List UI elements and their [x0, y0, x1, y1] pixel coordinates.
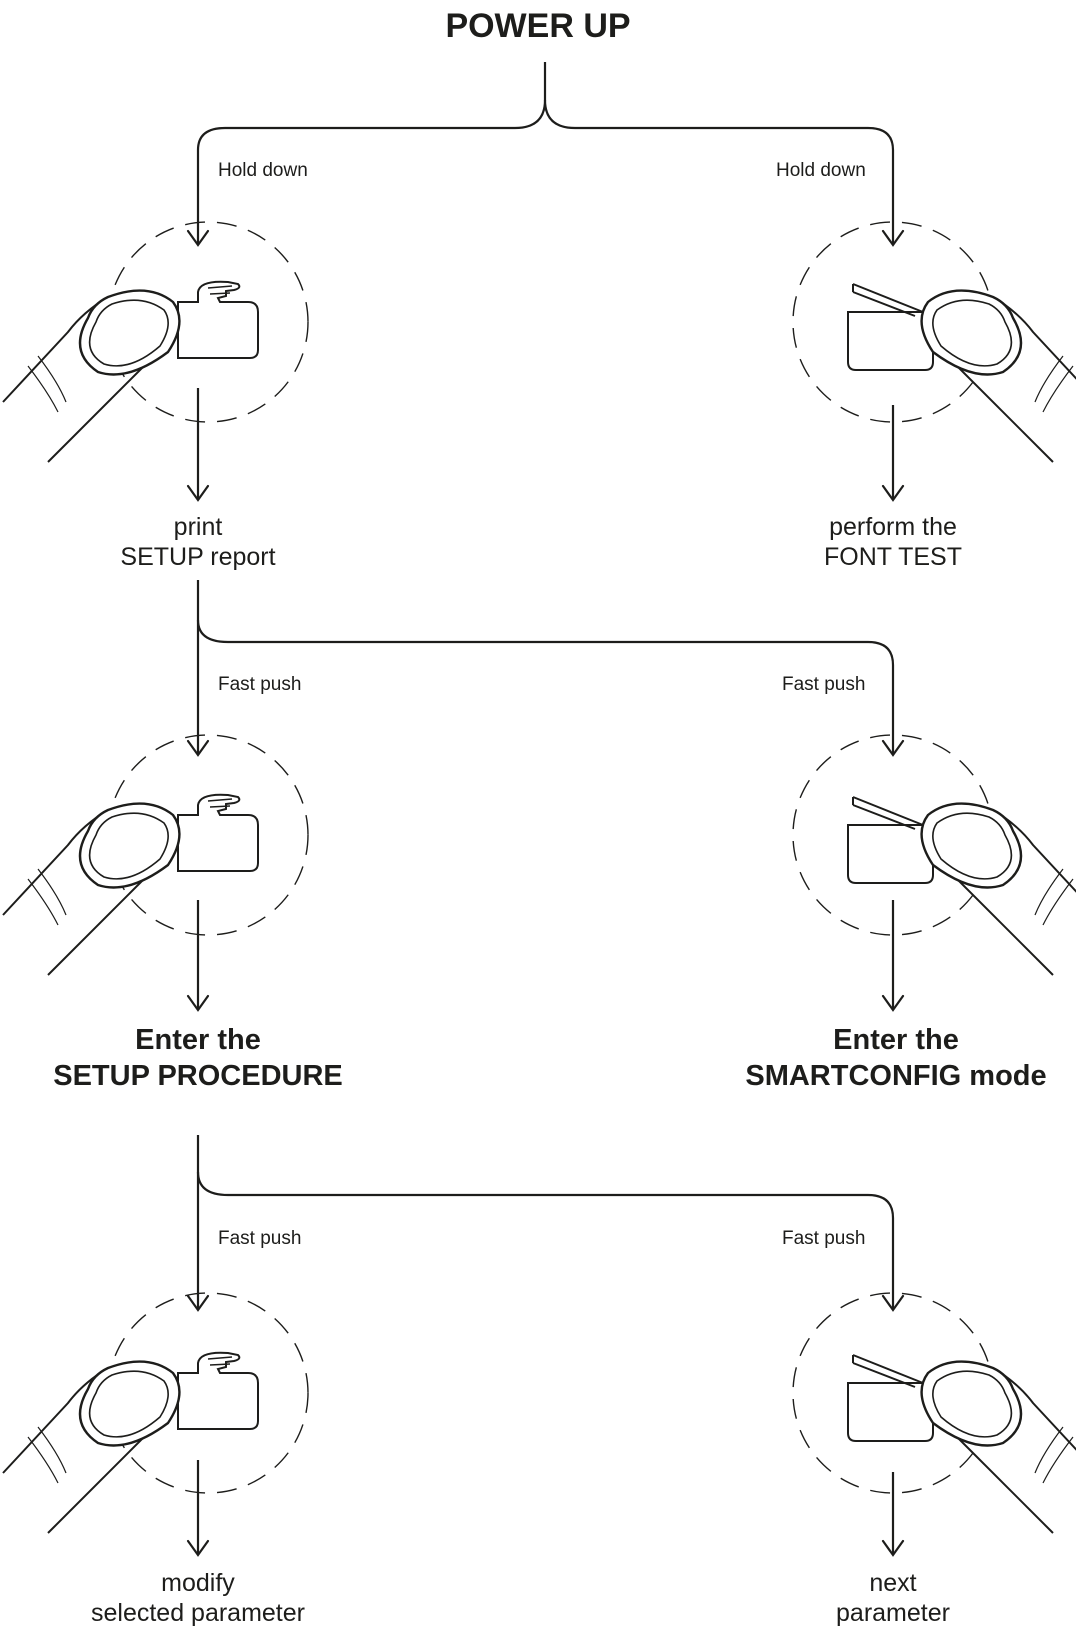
cover-open-button-icon [791, 220, 1076, 464]
setup-procedure-result: Enter the SETUP PROCEDURE [53, 1024, 343, 1093]
feed-button-icon [1, 733, 310, 977]
next-parameter-result: next parameter [836, 1569, 950, 1627]
smartconfig-result: Enter the SMARTCONFIG mode [745, 1024, 1047, 1093]
hold-down-label-right: Hold down [776, 160, 866, 181]
branch-connector-top-right [543, 99, 895, 245]
feed-button-icon [1, 220, 310, 464]
branch-connector-top [196, 62, 547, 245]
modify-parameter-result: modify selected parameter [90, 1569, 305, 1627]
fast-push-label-right-2: Fast push [782, 1228, 866, 1249]
hold-down-label-left: Hold down [218, 160, 308, 181]
feed-button-icon [1, 1291, 310, 1535]
setup-report-result: print SETUP report [120, 513, 276, 571]
fast-push-label-left: Fast push [218, 674, 302, 695]
font-test-result: perform the FONT TEST [824, 513, 962, 571]
cover-open-button-icon [791, 733, 1076, 977]
page-title: POWER UP [445, 7, 631, 45]
fast-push-label-right: Fast push [782, 674, 866, 695]
fast-push-label-left-2: Fast push [218, 1228, 302, 1249]
cover-open-button-icon [791, 1291, 1076, 1535]
